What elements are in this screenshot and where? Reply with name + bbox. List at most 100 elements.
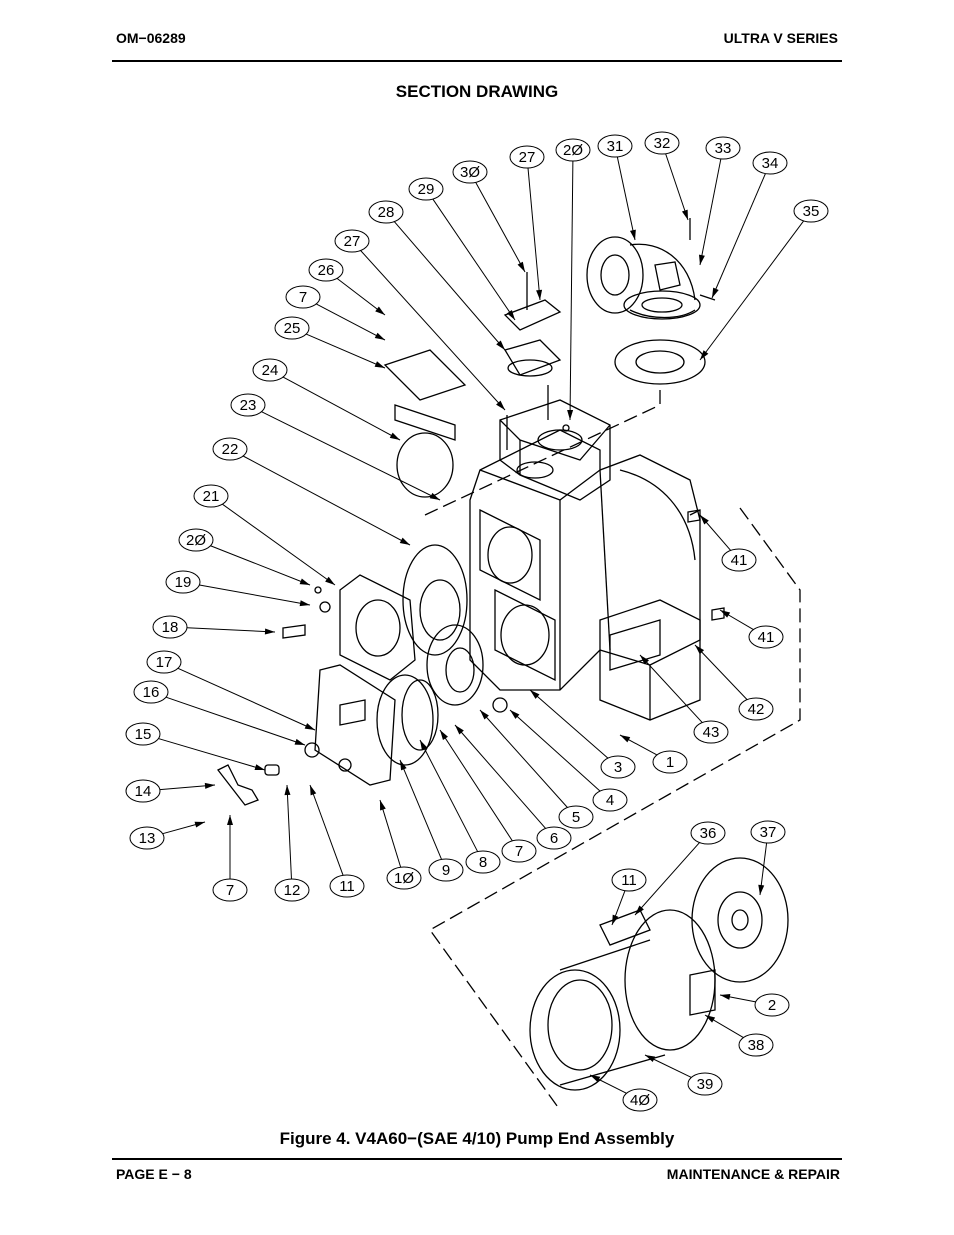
callout-label: 13 [139,830,156,847]
callout-balloon [622,1088,658,1112]
callout-label: 12 [284,882,301,899]
leader-arrow [204,782,215,789]
callout-25: 13 [129,821,206,850]
leader-line [699,158,722,266]
leader-line [509,709,601,792]
callout-balloon [465,850,501,874]
leader-line [419,739,479,852]
callout-balloon [644,131,680,155]
leader-line [399,759,443,860]
callout-36: 3 [529,689,636,779]
leader-line [634,842,700,916]
leader-line [286,784,292,880]
leader-arrow [700,350,709,360]
callout-balloon [793,199,829,223]
leader-arrow [310,785,317,796]
callout-label: 2Ø [563,142,583,159]
leader-arrow [695,645,705,655]
callout-balloon [329,874,365,898]
leader-line [242,455,411,546]
callout-balloon [687,1072,723,1096]
callout-39: 42 [694,644,774,721]
page-number: PAGE E − 8 [116,1166,192,1182]
callout-label: 29 [418,181,435,198]
leader-arrow [640,655,649,665]
callout-balloon [212,878,248,902]
callout-4: 33 [698,136,741,266]
callout-label: 27 [344,233,361,250]
leader-line [439,729,513,842]
callout-28: 11 [309,784,365,898]
callout-label: 11 [339,878,355,895]
callout-balloon [721,548,757,572]
callout-label: 26 [318,262,335,279]
callout-label: 22 [222,441,239,458]
assembly-guides [424,390,801,1111]
leader-arrow [530,690,540,699]
leader-line [336,277,386,316]
leader-arrow [254,764,265,771]
callout-label: 9 [442,862,450,879]
leader-arrow [536,289,543,300]
leader-arrow [299,600,310,607]
leader-arrow [698,254,705,265]
leader-line [699,220,805,361]
callout-balloon [129,826,165,850]
callout-15: 23 [230,393,441,501]
document-number: OM−06289 [116,30,186,46]
callout-16: 22 [212,437,411,546]
leader-arrow [496,400,505,410]
callout-label: 16 [143,684,160,701]
callout-6: 35 [699,199,829,361]
leader-arrow [389,432,400,440]
leader-arrow [496,340,505,350]
callout-label: 27 [519,149,536,166]
leader-arrow [440,730,448,741]
callout-balloon [611,868,647,892]
callout-label: 25 [284,320,301,337]
leader-line [282,376,401,441]
leader-line [261,411,441,501]
callout-34: 5 [479,709,594,829]
callout-balloon [274,878,310,902]
leader-arrow [758,884,765,895]
leader-arrow [429,492,440,500]
callout-3: 32 [644,131,689,221]
header-rule [112,60,842,62]
callout-9: 28 [368,200,506,351]
callout-46: 38 [704,1014,774,1057]
callout-label: 23 [240,397,257,414]
callout-balloon [738,1033,774,1057]
callout-balloon [252,358,288,382]
callout-label: 31 [607,138,624,155]
callout-29: 1Ø [379,799,422,890]
callout-label: 15 [135,726,152,743]
callout-24: 14 [125,779,216,803]
callout-label: 28 [378,204,395,221]
callout-33: 6 [454,724,572,850]
leader-arrow [420,740,428,751]
callout-label: 36 [700,825,717,842]
leader-line [529,689,609,759]
callout-balloon [750,820,786,844]
section-title: SECTION DRAWING [395,82,559,101]
leader-arrow [590,1075,601,1083]
callout-31: 8 [419,739,501,874]
callout-label: 8 [479,854,487,871]
leader-line [475,182,526,273]
callout-label: 3 [614,759,622,776]
leader-arrow [635,905,644,915]
leader-line [639,654,703,723]
leader-line [454,724,546,829]
callout-20: 18 [152,615,276,639]
leader-line [360,250,506,411]
callout-label: 43 [703,724,720,741]
leader-arrow [374,361,385,368]
leader-line [569,160,574,421]
leader-arrow [480,710,489,720]
callout-label: 7 [515,843,523,860]
cover-plate [304,664,439,786]
leader-arrow [299,578,310,585]
callout-balloon [230,393,266,417]
